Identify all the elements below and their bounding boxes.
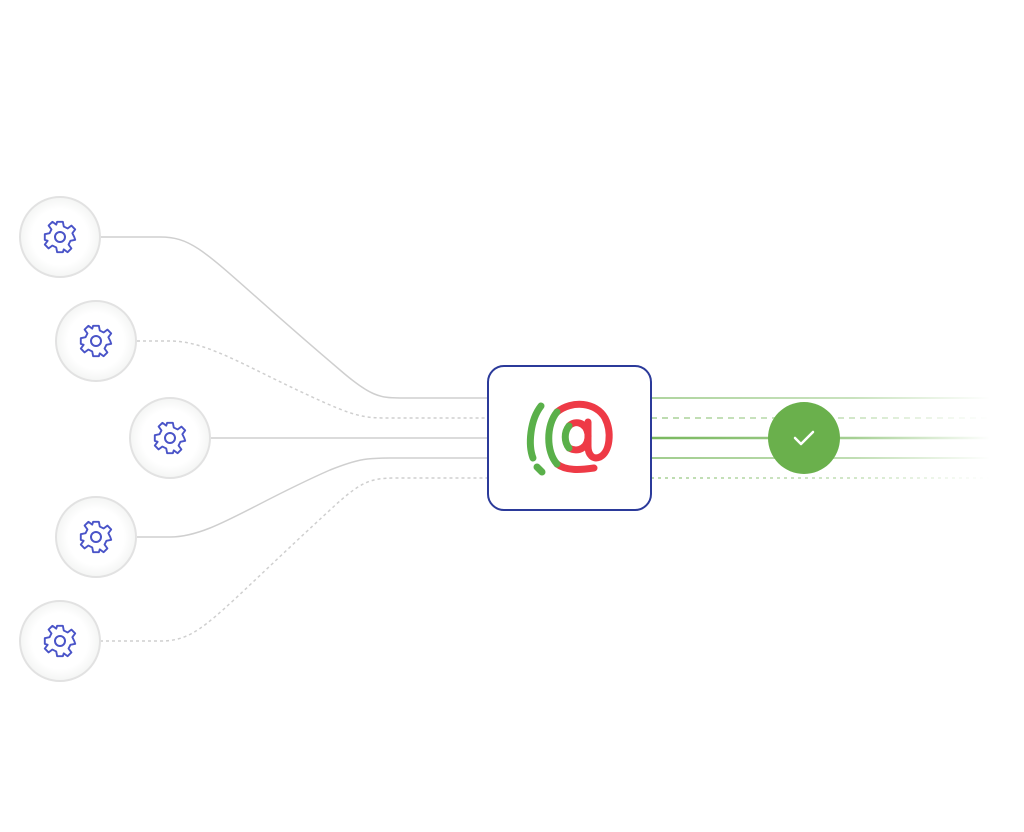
source-node-1 [19,196,101,278]
input-connectors [100,236,488,642]
at-sign-logo-icon [526,400,613,476]
source-node-5 [19,600,101,682]
source-node-3 [129,397,211,479]
connector-2 [137,340,488,419]
success-status [768,402,840,474]
connector-1 [100,236,488,399]
connector-5 [100,477,488,642]
source-node-2 [55,300,137,382]
connector-4 [137,457,488,538]
source-node-4 [55,496,137,578]
check-icon [793,430,815,446]
hub-box [487,365,652,511]
